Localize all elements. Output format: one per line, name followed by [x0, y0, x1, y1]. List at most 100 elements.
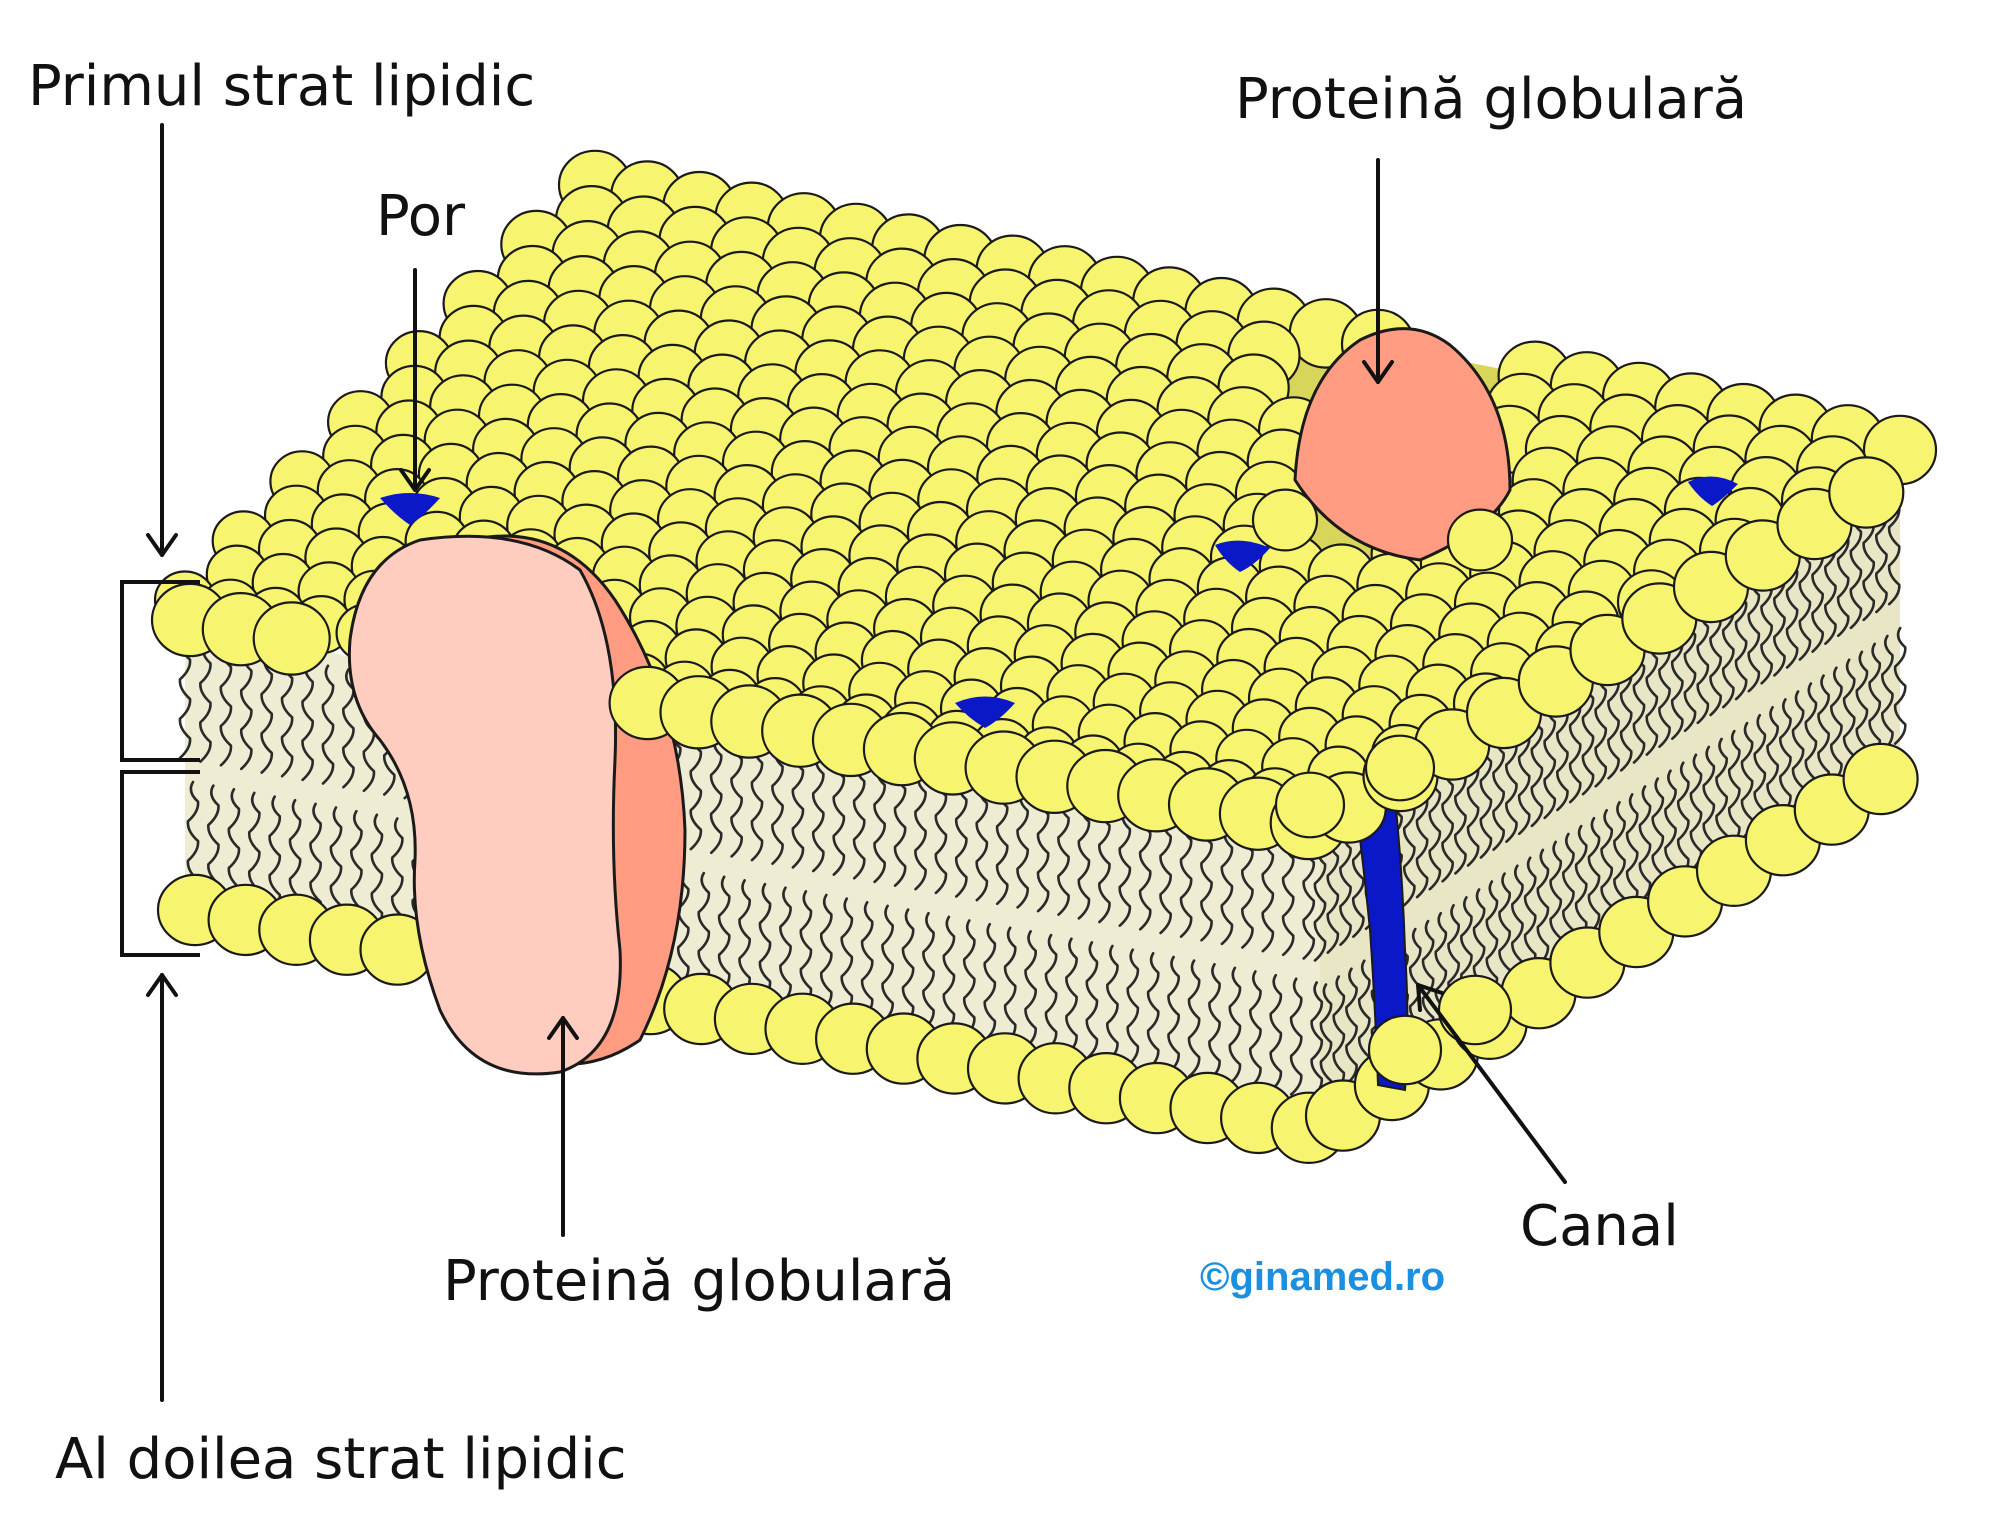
front-lipid-heads: [150, 456, 1905, 1086]
lipid-tail: [1146, 952, 1160, 1071]
lipid-tail: [1057, 797, 1070, 916]
lipid-tail: [260, 653, 274, 774]
lipid-tail: [709, 734, 723, 855]
globular-protein-top: [1293, 327, 1512, 562]
lipid-tail: [219, 646, 233, 767]
lipid-tail: [1241, 830, 1254, 949]
lipid-tail: [676, 868, 690, 988]
label-second-layer: Al doilea strat lipidic: [55, 1427, 627, 1492]
lipid-tail: [689, 731, 703, 851]
lipid-tail: [1016, 790, 1029, 909]
lipid-tail: [321, 664, 335, 785]
lipid-tail: [1319, 983, 1333, 1102]
lipid-tail: [771, 745, 784, 865]
label-globular-bottom: Proteină globulară: [443, 1249, 955, 1314]
lipid-tail: [1200, 823, 1213, 942]
lipid-tail: [750, 742, 764, 862]
lipid-tail: [1689, 753, 1703, 872]
lipid-tail: [1645, 637, 1659, 756]
lipid-tail: [1587, 816, 1601, 935]
lipid-tail: [370, 813, 384, 934]
leader-channel: [1416, 983, 1567, 1184]
bracket-second-layer: [120, 770, 200, 957]
lipid-tail: [1003, 926, 1017, 1046]
lipid-tail: [1220, 826, 1234, 946]
lipid-tail: [1676, 761, 1690, 880]
lipid-tail: [1747, 574, 1761, 693]
lipid-tail: [1065, 937, 1078, 1057]
lipid-tail: [1118, 808, 1132, 927]
lipid-head: [1437, 974, 1513, 1046]
lipid-tail: [1638, 785, 1652, 904]
arrowhead-first-layer: [146, 533, 178, 557]
lipid-tail: [1159, 815, 1172, 935]
lipid-tail: [922, 911, 935, 1031]
lipid-tail: [1036, 793, 1050, 913]
annotations: [120, 123, 1567, 1402]
lipid-tail: [799, 890, 813, 1010]
lipid-tail: [239, 649, 253, 771]
lipid-tail: [1289, 977, 1303, 1096]
lipid-tail: [1479, 740, 1493, 859]
lipid-tail: [1085, 941, 1099, 1060]
lipid-tail: [1138, 812, 1152, 931]
lipid-tail: [1849, 511, 1863, 630]
lipid-tail: [1098, 804, 1111, 924]
lipid-head: [252, 601, 331, 676]
lipid-head: [1274, 771, 1346, 839]
lipid-tail: [1441, 764, 1454, 883]
lipid-tail: [1332, 975, 1346, 1094]
lipid-head: [1842, 742, 1919, 816]
lipid-tail: [901, 908, 915, 1028]
lipid-tail: [983, 922, 997, 1042]
lipid-tail: [881, 904, 894, 1024]
lipid-tail: [1326, 835, 1340, 954]
lipid-tail: [1594, 669, 1608, 788]
arrowhead-globular-bottom: [547, 1016, 579, 1040]
arrowhead-pore: [399, 468, 431, 492]
lipid-head: [1828, 456, 1905, 529]
lipid-tail: [1106, 944, 1119, 1064]
lipid-head: [1446, 508, 1514, 572]
lipid-tail: [280, 657, 294, 778]
lipid-tail: [1683, 614, 1697, 733]
lipid-tail: [1126, 948, 1140, 1067]
lipid-tail: [1868, 642, 1882, 761]
lipid-tail: [832, 756, 846, 876]
lipid-head: [1251, 488, 1319, 552]
globular-protein-top-body: [1293, 327, 1512, 562]
lipid-tail: [995, 786, 1009, 906]
lipid-tail: [1581, 677, 1595, 796]
lipid-tail: [1228, 966, 1242, 1085]
lipid-tail: [1727, 729, 1741, 848]
lipid-tail: [840, 897, 854, 1017]
lipid-tail: [1179, 819, 1193, 938]
lipid-tail: [1024, 930, 1037, 1049]
lipid-tail: [811, 753, 825, 873]
lipid-tail: [893, 767, 907, 887]
lipid-tail: [697, 871, 711, 992]
lipid-tail: [954, 778, 968, 898]
lipid-tail: [758, 882, 772, 1003]
label-first-layer: Primul strat lipidic: [28, 54, 535, 119]
lipid-head: [1364, 734, 1436, 802]
lipid-tail: [852, 760, 866, 880]
lipid-tail: [873, 764, 886, 884]
lipid-tail: [942, 915, 956, 1035]
lipid-tail: [1830, 666, 1843, 785]
channel-protein: [1350, 773, 1409, 1092]
lipid-tail: [1345, 967, 1358, 1086]
lipid-tail: [1696, 606, 1710, 725]
lipid-tail: [914, 771, 927, 891]
pore-2: [1215, 540, 1270, 572]
lipid-tail: [791, 749, 805, 869]
lipid-tail: [1339, 827, 1352, 946]
lipid-tail: [1044, 933, 1058, 1053]
lipid-tail: [178, 638, 192, 760]
lipid-tail: [1536, 848, 1550, 967]
lipid-tail: [1779, 698, 1792, 817]
lipid-tail: [779, 886, 792, 1006]
lipid-tail: [1485, 880, 1499, 999]
